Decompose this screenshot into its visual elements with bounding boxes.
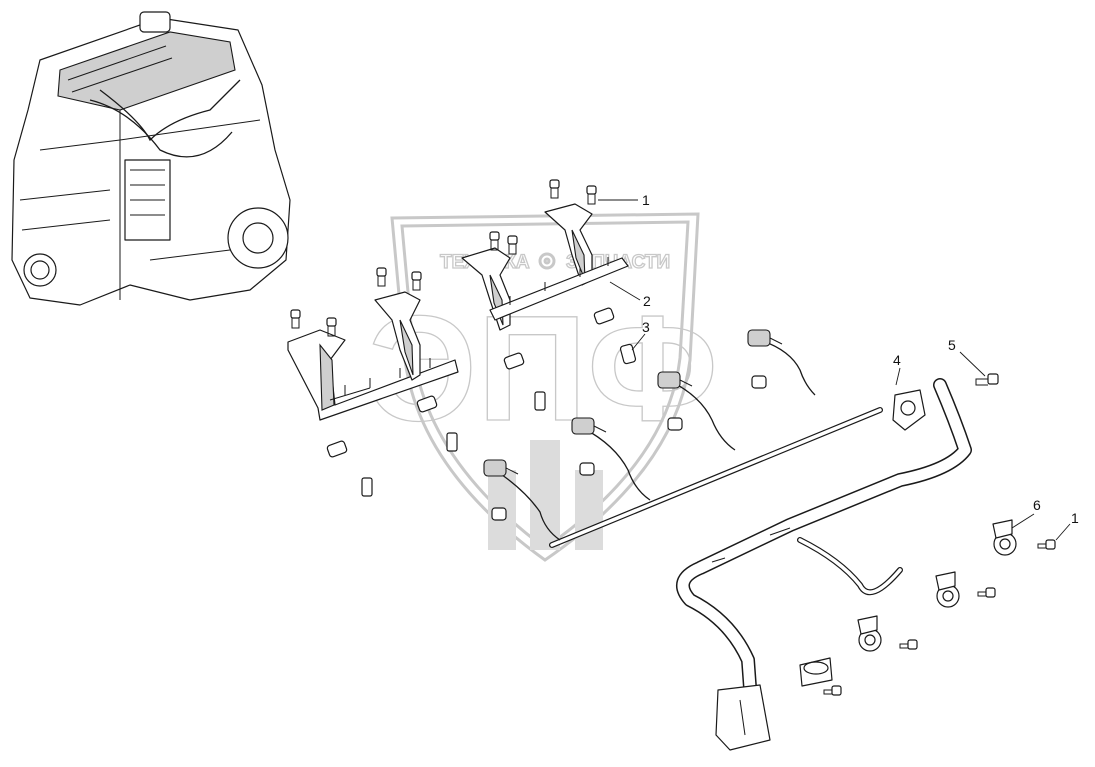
bracket-middle <box>374 291 421 381</box>
clamp <box>857 615 882 652</box>
callout-2: 2 <box>643 293 651 309</box>
gear-icon <box>538 252 556 270</box>
watermark-logo: ЭПФ <box>368 284 718 452</box>
callout-6: 6 <box>1033 497 1041 513</box>
callout-4: 4 <box>893 352 901 368</box>
bolt <box>290 309 301 329</box>
clamp <box>799 657 833 687</box>
clamps-group <box>799 519 1056 696</box>
connector <box>571 417 607 435</box>
clips-group <box>326 307 767 521</box>
bolt <box>549 179 560 199</box>
wiring-harness <box>483 329 883 548</box>
callouts: 1 2 3 4 5 6 1 <box>598 192 1079 541</box>
bolt <box>376 267 387 287</box>
connector <box>747 329 783 347</box>
bolt <box>823 685 842 696</box>
bolt <box>1037 539 1056 550</box>
bracket-left <box>287 329 459 421</box>
bolt <box>586 185 597 205</box>
bolt <box>326 317 337 337</box>
callout-1-clamp: 1 <box>1071 510 1079 526</box>
bolts-group <box>290 179 597 337</box>
breather-hose <box>676 378 972 751</box>
callout-1: 1 <box>642 192 650 208</box>
bolt <box>899 639 918 650</box>
connector <box>483 459 519 477</box>
bolt <box>977 587 996 598</box>
bolt <box>411 271 422 291</box>
rail-bar <box>489 257 629 321</box>
clamp <box>935 571 960 608</box>
bolt <box>489 231 500 251</box>
bracket-right-2 <box>544 203 593 286</box>
engine-overview <box>11 11 291 306</box>
bolt <box>507 235 518 255</box>
connector <box>657 371 693 389</box>
bolt-item-5 <box>975 373 999 386</box>
callout-5: 5 <box>948 337 956 353</box>
callout-3: 3 <box>642 319 650 335</box>
clamp <box>992 519 1017 556</box>
